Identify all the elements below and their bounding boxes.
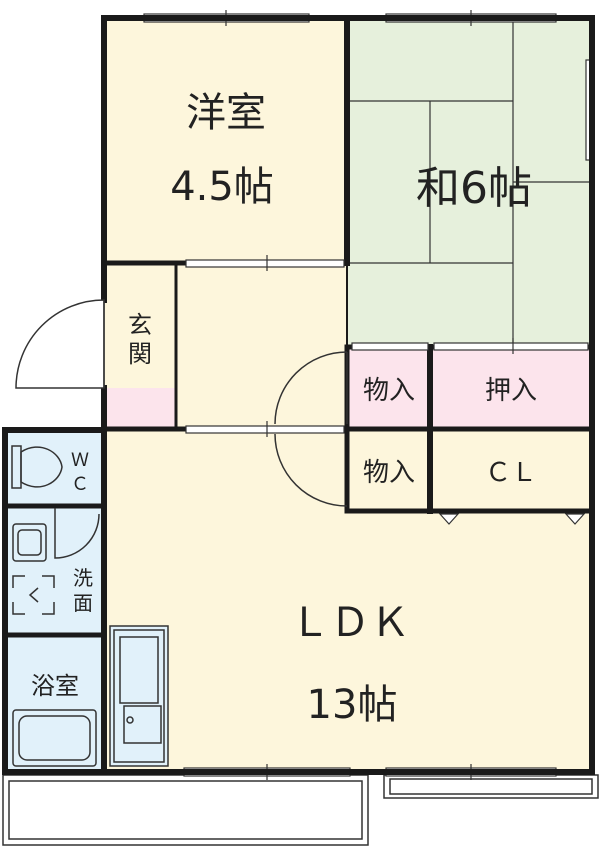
- bathroom-label: 浴室: [31, 672, 79, 700]
- entrance-step-tile: [104, 388, 176, 429]
- japanese-room-floor: [347, 20, 590, 347]
- washroom-label-line2: 面: [73, 591, 93, 615]
- oshiire-label: 押入: [485, 376, 537, 406]
- balcony-right: [383, 774, 599, 799]
- ldk-door[interactable]: [274, 433, 348, 507]
- ldk-name: ＬＤＫ: [290, 600, 410, 646]
- closet-label: ＣＬ: [485, 458, 537, 488]
- hall-door[interactable]: [274, 351, 348, 425]
- oshiire-floor: [430, 347, 590, 429]
- ldk-floor-upper-left: [104, 429, 347, 511]
- tatami-lines: [347, 20, 590, 347]
- ldk-size: 13帖: [307, 682, 398, 728]
- sliding-door-ticks: [266, 255, 514, 437]
- wash-basin: [12, 523, 47, 562]
- toilet-label-line1: Ｗ: [71, 450, 89, 471]
- kitchen-counter: [109, 625, 169, 767]
- japanese-room: 和6帖: [416, 163, 532, 214]
- toilet-fixture: [11, 445, 63, 489]
- storage-lower-label: 物入: [363, 458, 415, 488]
- toilet-label-line2: Ｃ: [71, 474, 89, 495]
- western-room-size: 4.5帖: [170, 164, 274, 210]
- entrance-door[interactable]: [15, 299, 105, 389]
- washroom-door[interactable]: [54, 508, 100, 559]
- entrance-label-line1: 玄: [128, 311, 152, 339]
- hallway-floor: [176, 263, 347, 429]
- storage-upper-label: 物入: [363, 376, 415, 406]
- japanese-room-name: 和6帖: [416, 163, 532, 214]
- closet-door-markers: [438, 513, 586, 525]
- washroom-label-line1: 洗: [73, 566, 93, 590]
- bathroom-floor: [8, 637, 102, 772]
- entrance-label-line2: 関: [128, 340, 152, 368]
- toilet-floor: [8, 432, 102, 504]
- ldk: ＬＤＫ 13帖: [290, 600, 410, 728]
- western-room: 洋室 4.5帖: [170, 90, 274, 210]
- entrance: 玄 関: [128, 311, 152, 368]
- storage-upper-floor: [347, 347, 430, 429]
- balcony-left: [2, 774, 369, 846]
- western-room-name: 洋室: [186, 90, 266, 136]
- sliding-doors: [185, 259, 589, 434]
- bathtub: [12, 709, 97, 767]
- washing-machine-space: [12, 575, 55, 615]
- western-room-floor: [104, 20, 347, 263]
